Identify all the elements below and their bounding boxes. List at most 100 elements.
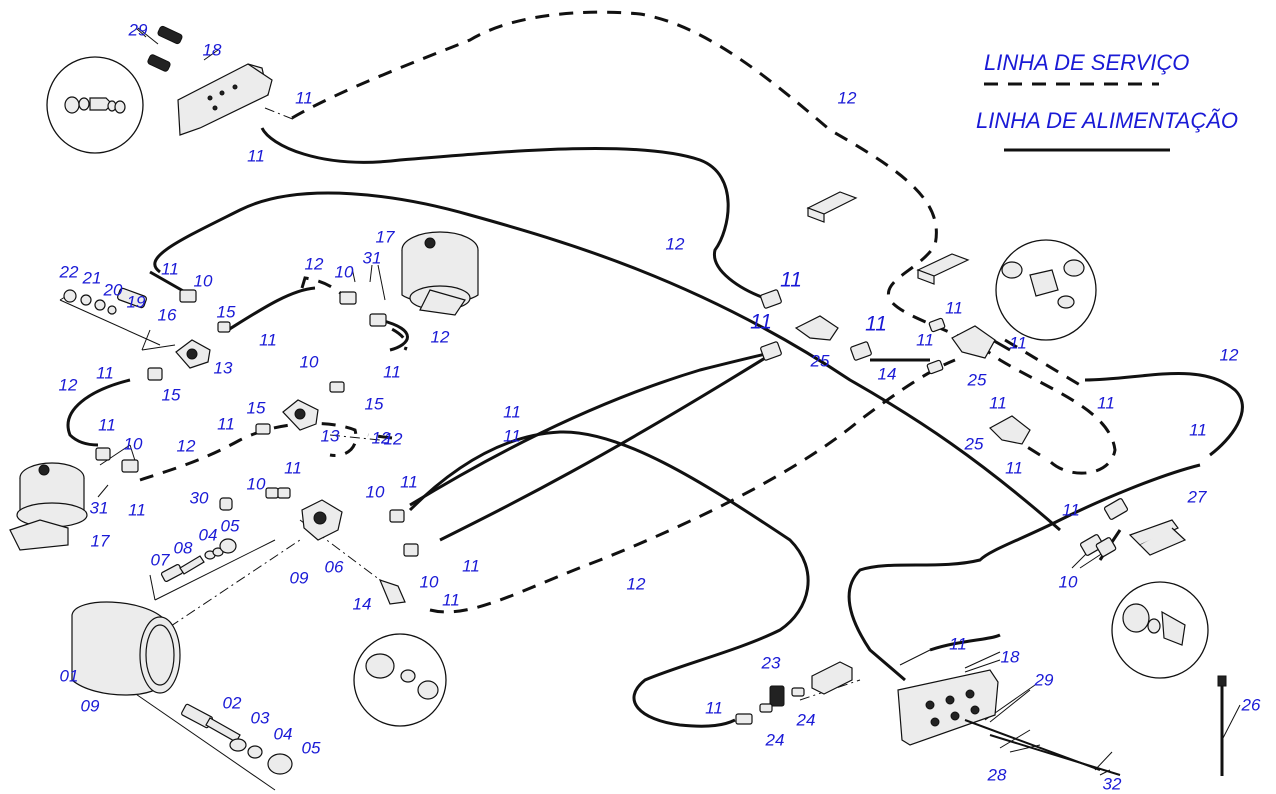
callout-label: 02 [222,693,242,713]
callout-label: 12 [665,234,685,254]
callout-label: 25 [964,434,984,454]
callout-label: 11 [98,415,116,435]
callout-label: 11 [295,88,313,108]
legend-service-label: LINHA DE SERVIÇO [984,50,1190,75]
legend-supply-line [1004,148,1170,152]
callout-label: 11 [750,310,772,334]
callout-label: 25 [810,351,830,371]
callout-label: 09 [289,568,309,588]
callout-label: 04 [273,724,293,744]
callout-label: 13 [213,358,233,378]
callout-label: 03 [250,708,270,728]
callout-label: 23 [761,653,781,673]
callout-label: 28 [987,765,1007,785]
callout-label: 11 [1097,393,1115,413]
callout-label: 11 [1009,333,1027,353]
callout-label: 12 [626,574,646,594]
callout-label: 30 [189,488,209,508]
callout-label: 29 [1034,670,1054,690]
callout-label: 24 [796,710,816,730]
callout-label: 08 [173,538,193,558]
callout-label: 10 [123,434,143,454]
callout-label: 15 [364,394,384,414]
callout-label: 10 [299,352,319,372]
callout-label: 11 [400,472,418,492]
callout-label: 11 [989,393,1007,413]
detail-circles [46,56,1209,727]
callout-label: 12 [176,436,196,456]
callout-label: 12 [430,327,450,347]
callout-label: 13 [320,426,340,446]
callout-label: 10 [193,271,213,291]
legend-supply-label: LINHA DE ALIMENTAÇÃO [976,108,1239,133]
callout-label: 18 [1000,647,1020,667]
callout-label: 11 [1062,500,1080,520]
callout-label: 11 [503,426,521,446]
components [9,25,1227,776]
callout-label: 12 [1219,345,1239,365]
legend-service-line [984,82,1159,86]
callout-label: 16 [157,305,177,325]
callout-label: 26 [1241,695,1261,715]
callout-label: 32 [1102,774,1122,794]
callout-label: 22 [59,262,79,282]
callout-label: 10 [419,572,439,592]
callout-label: 11 [284,458,302,478]
callout-label: 15 [216,302,236,322]
callout-label: 07 [150,550,170,570]
callout-label: 18 [202,40,222,60]
callout-label: 05 [220,516,240,536]
callout-label: 11 [780,268,802,292]
callout-label: 11 [705,698,723,718]
callout-label: 11 [128,500,146,520]
callout-label: 11 [462,556,480,576]
callout-label: 11 [161,259,179,279]
callout-label: 27 [1187,487,1207,507]
callout-label: 29 [128,20,148,40]
service-lines [139,10,1117,614]
callout-label: 12 [371,428,391,448]
callout-label: 17 [375,227,395,247]
callout-label: 11 [916,330,934,350]
supply-lines [66,127,1244,728]
callout-label: 14 [877,364,897,384]
callout-label: 11 [949,634,967,654]
callout-label: 24 [765,730,785,750]
callout-label: 12 [304,254,324,274]
callout-label: 12 [58,375,78,395]
callout-label: 09 [80,696,100,716]
callout-label: 05 [301,738,321,758]
callout-label: 10 [365,482,385,502]
callout-label: 11 [383,362,401,382]
callout-label: 11 [442,590,460,610]
callout-label: 11 [247,146,265,166]
callout-label: 11 [217,414,235,434]
callout-label: 10 [334,262,354,282]
callout-label: 20 [103,280,123,300]
callout-label: 25 [967,370,987,390]
callout-label: 31 [89,498,109,518]
callout-label: 06 [324,557,344,577]
callout-label: 11 [1005,458,1023,478]
callout-label: 11 [503,402,521,422]
callout-label: 17 [90,531,110,551]
callout-label: 12 [837,88,857,108]
callout-label: 21 [82,268,102,288]
callout-label: 15 [246,398,266,418]
callout-label: 01 [59,666,79,686]
callout-label: 15 [161,385,181,405]
callout-label: 11 [259,330,277,350]
callout-label: 04 [198,525,218,545]
callout-label: 11 [945,298,963,318]
callout-label: 10 [1058,572,1078,592]
leader-lines [59,27,1241,791]
callout-label: 14 [352,594,372,614]
callout-label: 11 [1189,420,1207,440]
callout-label: 12 [383,429,403,449]
callout-label: 11 [96,363,114,383]
callout-label: 11 [865,312,887,336]
callout-label: 19 [126,292,146,312]
callout-label: 31 [362,248,382,268]
callout-label: 10 [246,474,266,494]
